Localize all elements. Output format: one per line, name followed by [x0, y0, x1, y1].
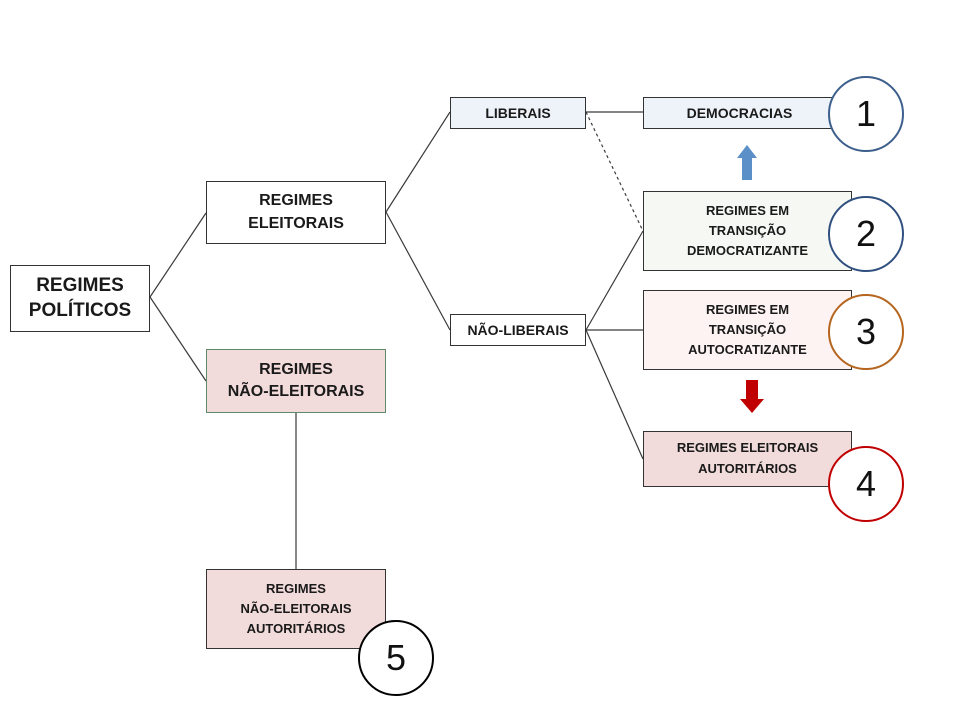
regimes-politicos-node: REGIMES POLÍTICOS	[10, 265, 150, 332]
nao-eleitorais-autoritarios-label: REGIMES NÃO-ELEITORAIS AUTORITÁRIOS	[240, 580, 352, 637]
nao-liberais-label: NÃO-LIBERAIS	[467, 322, 569, 338]
transicao-democratizante-label: REGIMES EM TRANSIÇÃO DEMOCRATIZANTE	[686, 202, 809, 259]
marker-1: 1	[828, 76, 904, 152]
marker-4: 4	[828, 446, 904, 522]
nao-eleitorais-autoritarios-node: REGIMES NÃO-ELEITORAIS AUTORITÁRIOS	[206, 569, 386, 649]
regimes-eleitorais-node: REGIMES ELEITORAIS	[206, 181, 386, 244]
eleitorais-autoritarios-node: REGIMES ELEITORAIS AUTORITÁRIOS	[643, 431, 852, 487]
connector-nao-liberais-eleitorais-autoritarios	[585, 329, 644, 460]
transicao-autocratizante-label: REGIMES EM TRANSIÇÃO AUTOCRATIZANTE	[688, 301, 807, 358]
democracias-label: DEMOCRACIAS	[686, 105, 793, 121]
eleitorais-autoritarios-label: REGIMES ELEITORAIS AUTORITÁRIOS	[676, 440, 819, 476]
regimes-eleitorais-label: REGIMES ELEITORAIS	[248, 192, 344, 232]
liberais-node: LIBERAIS	[450, 97, 586, 129]
connector-liberais-democratizante-dashed	[585, 111, 644, 232]
arrow-down-icon	[740, 380, 764, 413]
democracias-node: DEMOCRACIAS	[643, 97, 836, 129]
regimes-nao-eleitorais-label: REGIMES NÃO-ELEITORAIS	[227, 360, 365, 400]
regimes-politicos-label: REGIMES POLÍTICOS	[28, 274, 132, 321]
transicao-democratizante-node: REGIMES EM TRANSIÇÃO DEMOCRATIZANTE	[643, 191, 852, 271]
regimes-nao-eleitorais-node: REGIMES NÃO-ELEITORAIS	[206, 349, 386, 413]
marker-2: 2	[828, 196, 904, 272]
connector-politicos-eleitorais	[149, 212, 207, 298]
liberais-label: LIBERAIS	[485, 105, 551, 121]
connector-eleitorais-liberais	[385, 111, 451, 213]
connector-nao-liberais-democratizante	[585, 230, 644, 331]
nao-liberais-node: NÃO-LIBERAIS	[450, 314, 586, 346]
transicao-autocratizante-node: REGIMES EM TRANSIÇÃO AUTOCRATIZANTE	[643, 290, 852, 370]
connector-eleitorais-nao-liberais	[385, 211, 451, 331]
marker-5: 5	[358, 620, 434, 696]
connector-politicos-nao-eleitorais	[149, 296, 207, 382]
marker-3: 3	[828, 294, 904, 370]
arrow-up-icon	[737, 145, 757, 180]
